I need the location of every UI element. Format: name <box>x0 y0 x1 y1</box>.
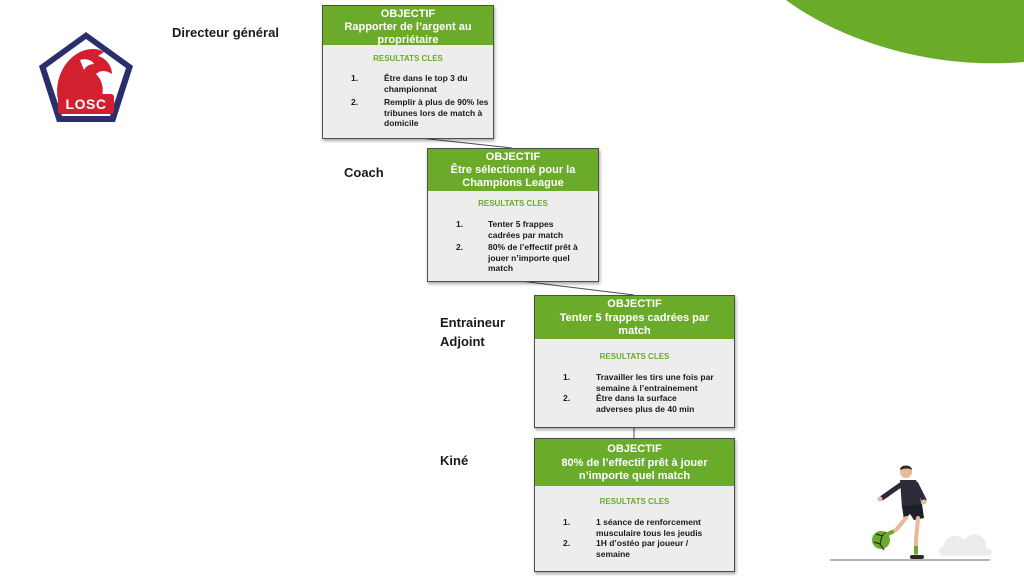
key-result-item: 2. Remplir à plus de 90% les tribunes lo… <box>351 97 488 129</box>
key-result-number: 2. <box>456 242 464 252</box>
okr-card-kine: OBJECTIF 80% de l’effectif prêt à jouer … <box>534 438 735 572</box>
losc-logo-text: LOSC <box>65 96 107 112</box>
key-result-number: 1. <box>563 517 571 527</box>
key-result-item: 2. Être dans la surface adverses plus de… <box>563 393 726 414</box>
key-result-text: Remplir à plus de 90% les tribunes lors … <box>384 97 489 128</box>
key-results-list: 1. Travailler les tirs une fois par sema… <box>563 372 726 414</box>
role-kine: Kiné <box>440 453 469 468</box>
key-result-item: 1. 1 séance de renforcement musculaire t… <box>563 517 726 538</box>
key-results: RESULTATS CLES 1. Travailler les tirs un… <box>535 339 734 414</box>
football-player-icon <box>830 465 992 561</box>
key-result-item: 1. Tenter 5 frappes cadrées par match <box>456 219 590 240</box>
key-results: RESULTATS CLES 1. Tenter 5 frappes cadré… <box>428 191 598 274</box>
okr-card-coach: OBJECTIF Être sélectionné pour la Champi… <box>427 148 599 282</box>
role-assistant-line1: Entraineur <box>440 315 506 330</box>
key-result-number: 1. <box>351 73 359 83</box>
okr-card-assistant: OBJECTIF Tenter 5 frappes cadrées par ma… <box>534 295 735 428</box>
objective-text: Être sélectionné pour la Champions Leagu… <box>450 164 576 189</box>
key-results: RESULTATS CLES 1. 1 séance de renforceme… <box>535 486 734 559</box>
key-result-text: Être dans la surface adverses plus de 40… <box>596 393 695 414</box>
objective-label: OBJECTIF <box>607 298 662 310</box>
key-result-item: 1. Travailler les tirs une fois par sema… <box>563 372 726 393</box>
green-swoosh-decoration <box>786 0 1024 64</box>
key-results-list: 1. Être dans le top 3 du championnat 2. … <box>351 73 488 129</box>
role-assistant-line2: Adjoint <box>440 334 485 349</box>
key-result-item: 2. 1H d’ostéo par joueur / semaine <box>563 538 726 559</box>
key-results: RESULTATS CLES 1. Être dans le top 3 du … <box>323 45 493 129</box>
key-result-item: 1. Être dans le top 3 du championnat <box>351 73 485 94</box>
key-results-title: RESULTATS CLES <box>599 352 670 361</box>
role-assistant: Entraineur Adjoint <box>440 313 505 351</box>
objective-text: 80% de l’effectif prêt à jouer n’importe… <box>561 457 708 482</box>
objective-header: OBJECTIF Tenter 5 frappes cadrées par ma… <box>535 296 734 339</box>
losc-logo-icon <box>39 32 133 122</box>
objective-label: OBJECTIF <box>485 151 541 163</box>
key-result-text: 1H d’ostéo par joueur / semaine <box>596 538 689 559</box>
objective-header: OBJECTIF Être sélectionné pour la Champi… <box>428 149 598 191</box>
objective-text: Rapporter de l’argent au propriétaire <box>344 21 472 46</box>
key-result-number: 2. <box>563 393 571 403</box>
losc-logo: LOSC <box>36 30 136 126</box>
objective-header: OBJECTIF Rapporter de l’argent au propri… <box>323 6 493 46</box>
key-result-number: 2. <box>351 97 359 107</box>
objective-text: Tenter 5 frappes cadrées par match <box>559 312 710 337</box>
key-result-number: 1. <box>563 372 571 382</box>
role-director: Directeur général <box>172 25 279 40</box>
key-result-item: 2. 80% de l’effectif prêt à jouer n’impo… <box>456 242 590 274</box>
key-result-text: Tenter 5 frappes cadrées par match <box>488 219 564 240</box>
okr-card-director: OBJECTIF Rapporter de l’argent au propri… <box>322 5 494 139</box>
key-result-text: Travailler les tirs une fois par semaine… <box>596 372 714 393</box>
key-results-list: 1. Tenter 5 frappes cadrées par match 2.… <box>456 219 590 274</box>
objective-label: OBJECTIF <box>380 8 436 20</box>
key-result-number: 2. <box>563 538 571 548</box>
objective-label: OBJECTIF <box>607 443 662 455</box>
key-result-number: 1. <box>456 219 464 229</box>
key-results-title: RESULTATS CLES <box>373 54 443 63</box>
key-result-text: 80% de l’effectif prêt à jouer n’importe… <box>488 242 578 273</box>
key-result-text: 1 séance de renforcement musculaire tous… <box>596 517 703 538</box>
role-coach: Coach <box>344 165 384 180</box>
key-results-title: RESULTATS CLES <box>478 199 548 208</box>
key-results-list: 1. 1 séance de renforcement musculaire t… <box>563 517 726 559</box>
key-results-title: RESULTATS CLES <box>599 497 670 506</box>
objective-header: OBJECTIF 80% de l’effectif prêt à jouer … <box>535 439 734 486</box>
key-result-text: Être dans le top 3 du championnat <box>384 73 468 94</box>
